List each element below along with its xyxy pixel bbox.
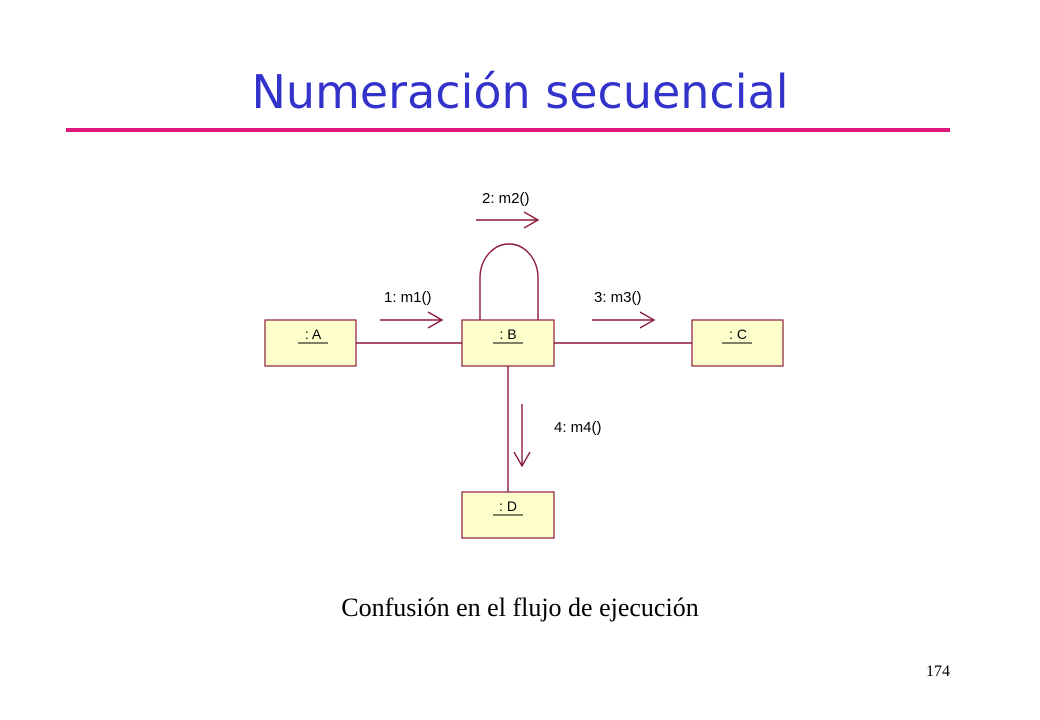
message-3-arrowhead-icon — [639, 311, 656, 329]
message-4-arrowhead-icon — [513, 451, 531, 468]
object-c-label: : C — [729, 326, 747, 342]
message-1[interactable]: 1: m1() — [380, 289, 444, 329]
message-1-label: 1: m1() — [384, 289, 432, 306]
message-2-arrowhead-icon — [523, 211, 540, 229]
message-2-label: 2: m2() — [482, 190, 530, 207]
message-3[interactable]: 3: m3() — [592, 289, 656, 329]
message-3-label: 3: m3() — [594, 289, 642, 306]
message-2[interactable]: 2: m2() — [476, 190, 540, 229]
page-number: 174 — [926, 663, 950, 680]
object-c[interactable]: : C — [691, 319, 784, 367]
title-underline — [66, 128, 950, 132]
slide-caption: Confusión en el flujo de ejecución — [341, 593, 699, 622]
object-b[interactable]: : B — [461, 319, 555, 367]
message-4-label: 4: m4() — [554, 419, 602, 436]
object-d[interactable]: : D — [461, 491, 555, 539]
object-d-label: : D — [499, 498, 517, 514]
object-a[interactable]: : A — [264, 319, 357, 367]
object-b-label: : B — [499, 326, 516, 342]
message-4[interactable]: 4: m4() — [513, 404, 602, 468]
object-a-label: : A — [305, 326, 322, 342]
message-1-arrowhead-icon — [427, 311, 444, 329]
slide-title: Numeración secuencial — [251, 65, 789, 119]
self-link-b — [479, 243, 539, 320]
